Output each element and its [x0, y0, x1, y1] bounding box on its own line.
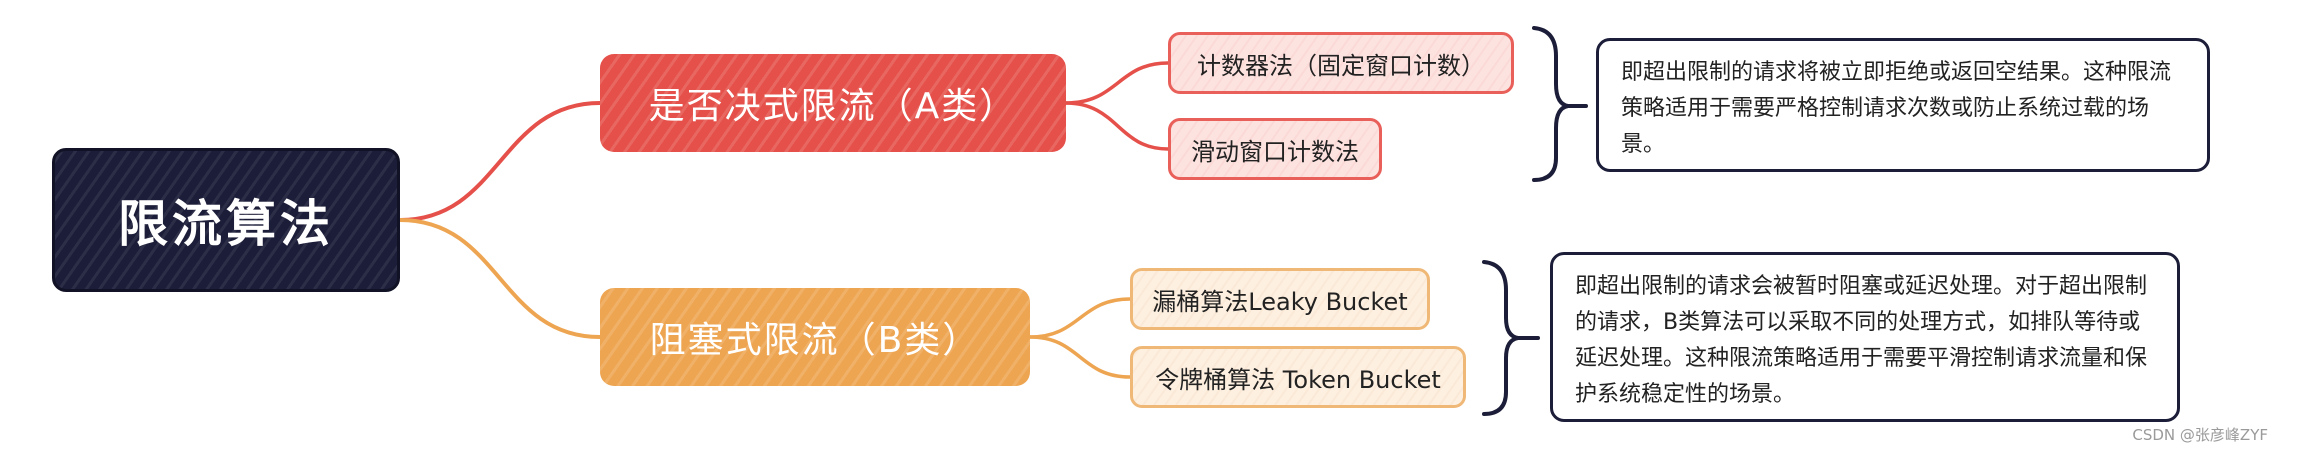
leaf-node-token-bucket: 令牌桶算法 Token Bucket — [1130, 346, 1466, 408]
description-text-b: 即超出限制的请求会被暂时阻塞或延迟处理。对于超出限制的请求，B类算法可以采取不同… — [1575, 274, 2148, 407]
branch-node-b-label: 阻塞式限流（B类） — [649, 320, 981, 361]
leaf-node-token-bucket-label: 令牌桶算法 Token Bucket — [1155, 365, 1441, 394]
description-text-a: 即超出限制的请求将被立即拒绝或返回空结果。这种限流策略适用于需要严格控制请求次数… — [1621, 60, 2172, 157]
link-branch-b-leaf-1 — [1029, 297, 1131, 339]
description-box-b: 即超出限制的请求会被暂时阻塞或延迟处理。对于超出限制的请求，B类算法可以采取不同… — [1550, 252, 2180, 422]
leaf-node-sliding-window: 滑动窗口计数法 — [1168, 118, 1382, 180]
root-node: 限流算法 — [52, 148, 400, 292]
link-branch-b-leaf-2 — [1029, 335, 1131, 379]
leaf-node-leaky-bucket-label: 漏桶算法Leaky Bucket — [1152, 287, 1408, 316]
branch-node-a: 是否决式限流（A类） — [600, 54, 1066, 152]
leaf-node-sliding-window-label: 滑动窗口计数法 — [1191, 137, 1359, 166]
description-box-a: 即超出限制的请求将被立即拒绝或返回空结果。这种限流策略适用于需要严格控制请求次数… — [1596, 38, 2210, 172]
leaf-node-fixed-window: 计数器法（固定窗口计数） — [1168, 32, 1514, 94]
leaf-node-fixed-window-label: 计数器法（固定窗口计数） — [1197, 51, 1485, 80]
leaf-node-leaky-bucket: 漏桶算法Leaky Bucket — [1130, 268, 1430, 330]
brace-b — [1482, 260, 1519, 416]
branch-node-a-label: 是否决式限流（A类） — [648, 86, 1018, 127]
root-node-label: 限流算法 — [118, 195, 334, 253]
link-root-branch-a — [399, 101, 601, 222]
link-branch-a-leaf-2 — [1065, 101, 1169, 151]
link-branch-a-leaf-1 — [1065, 61, 1169, 105]
branch-node-b: 阻塞式限流（B类） — [600, 288, 1030, 386]
brace-a — [1532, 26, 1569, 182]
link-root-branch-b — [399, 218, 601, 339]
watermark-text: CSDN @张彦峰ZYF — [2132, 426, 2268, 444]
